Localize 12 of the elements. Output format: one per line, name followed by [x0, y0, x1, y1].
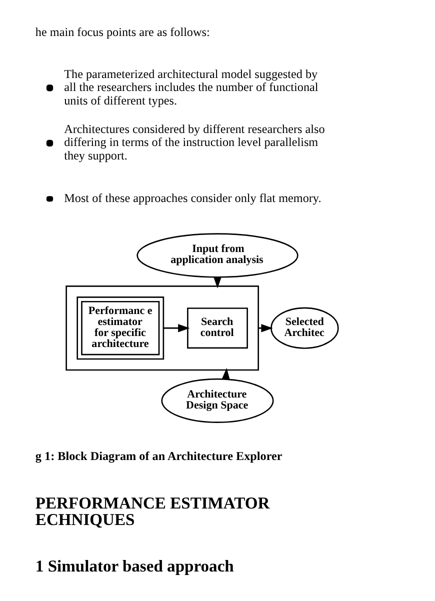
label: The parameterized architectural model suggested by all the researchers includes the number of functional units of different types. — [64, 66, 318, 108]
label: g 1: Block Diagram of an Architecture Explorer — [35, 448, 282, 463]
node-box: Search control — [187, 308, 248, 349]
label: Most of these approaches consider only flat memory. — [64, 190, 322, 205]
node-box: Performanc e estimator for specific architecture — [76, 296, 164, 360]
label: Architectures considered by different researchers also differing in terms of the instruction level parallelism they support. — [64, 122, 325, 162]
label: 1 Simulator based approach — [35, 556, 234, 576]
label: he main focus points are as follows: — [35, 24, 210, 39]
label: PERFORMANCE ESTIMATOR ECHNIQUES — [35, 494, 270, 530]
node-ellipse: Selected Architec — [270, 307, 339, 349]
cluster — [66, 286, 259, 371]
arrow — [164, 324, 190, 332]
